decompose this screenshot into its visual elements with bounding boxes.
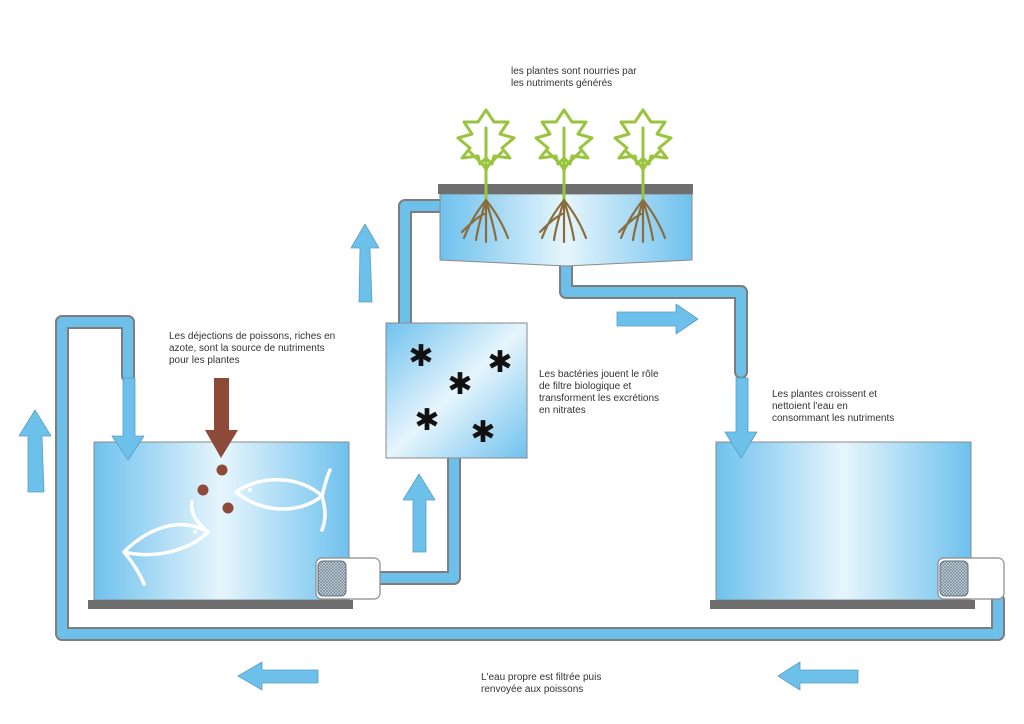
bacteria-icon: ✱ <box>447 367 472 402</box>
fish-to-filter-pipe <box>375 453 459 583</box>
bacteria-icon: ✱ <box>470 415 495 450</box>
plant-icon <box>534 108 594 244</box>
caption-line: en nitrates <box>539 405 586 416</box>
arrow-down-icon <box>111 377 145 461</box>
bacteria-icons: ✱ ✱ ✱ ✱ ✱ <box>408 339 512 450</box>
caption-line: les nutriments générés <box>511 78 613 89</box>
caption-plants-clean: Les plantes croissent et nettoient l'eau… <box>772 389 894 425</box>
arrow-down-icon <box>724 377 758 459</box>
plants <box>456 108 673 244</box>
caption-line: Les déjections de poissons, riches en <box>169 331 336 342</box>
flow-arrows <box>18 223 859 691</box>
caption-fish-waste: Les déjections de poissons, riches en az… <box>169 331 335 367</box>
waste-arrow-icon <box>205 378 238 458</box>
return-pipe <box>57 317 1003 639</box>
caption-line: Les bactéries jouent le rôle <box>539 369 659 380</box>
sump-pump <box>937 557 1005 600</box>
waste-pellet <box>197 484 209 496</box>
growbed-to-sump-pipe <box>561 261 746 377</box>
bacteria-icon: ✱ <box>414 403 439 438</box>
sump-tank-water <box>715 441 972 601</box>
pipes <box>55 199 1005 641</box>
sump-tank <box>710 441 975 609</box>
biofilter-tank <box>385 322 528 459</box>
plant-icon <box>613 108 673 244</box>
caption-line: de filtre biologique et <box>539 381 632 392</box>
waste-pellet <box>216 464 228 476</box>
bacteria-icon: ✱ <box>408 339 433 374</box>
arrow-left-icon <box>237 661 319 691</box>
arrow-up-icon <box>18 409 52 493</box>
caption-line: pour les plantes <box>169 355 240 366</box>
caption-line: Les plantes croissent et <box>772 389 878 400</box>
caption-line: renvoyée aux poissons <box>481 684 584 695</box>
plant-icon <box>456 108 516 244</box>
waste-pellet <box>222 502 234 514</box>
fish-icon <box>234 468 332 532</box>
caption-line: transforment les excrétions <box>539 393 660 404</box>
fish-tank-base <box>88 600 353 609</box>
fish-icon <box>122 500 210 586</box>
arrow-left-icon <box>777 661 859 691</box>
arrow-up-icon <box>402 473 436 553</box>
filter-to-growbed-pipe-outline <box>398 199 447 331</box>
caption-line: L'eau propre est filtrée puis <box>481 672 602 683</box>
caption-water-return: L'eau propre est filtrée puis renvoyée a… <box>481 672 601 696</box>
sump-tank-base <box>710 600 975 609</box>
arrow-right-icon <box>616 303 699 335</box>
caption-line: les plantes sont nourries par <box>511 66 637 77</box>
bacteria-icon: ✱ <box>487 345 512 380</box>
caption-line: nettoient l'eau en <box>772 401 848 412</box>
caption-bacteria: Les bactéries jouent le rôle de filtre b… <box>539 369 659 417</box>
caption-plants-fed: les plantes sont nourries par les nutrim… <box>511 66 637 90</box>
caption-line: azote, sont la source de nutriments <box>169 343 325 354</box>
caption-line: consommant les nutriments <box>772 413 895 424</box>
filter-to-growbed-pipe <box>400 201 445 329</box>
fish-tank-pump <box>315 557 381 600</box>
fish-tank <box>88 441 353 609</box>
arrow-up-icon <box>350 223 380 303</box>
biofilter: ✱ ✱ ✱ ✱ ✱ <box>385 322 528 459</box>
